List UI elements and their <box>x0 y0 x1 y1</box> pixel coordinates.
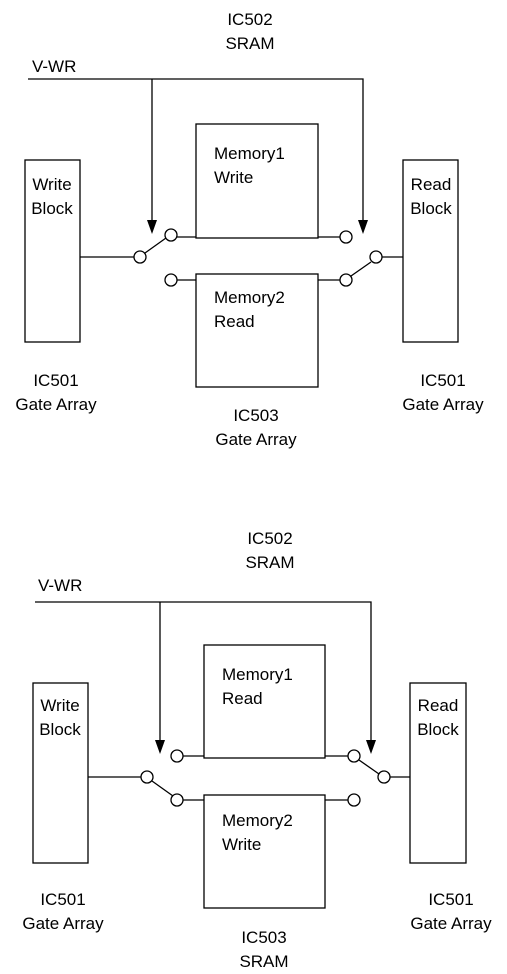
bottom-ic-caption-line2: Gate Array <box>215 430 297 449</box>
right-switch-blade <box>358 759 380 775</box>
v-wr-line <box>28 78 364 228</box>
arrow-left <box>155 740 165 754</box>
memory2-label-line1: Memory2 <box>214 288 285 307</box>
memory2-box <box>203 794 326 909</box>
memory1-label-line1: Memory1 <box>222 665 293 684</box>
right-ic-caption-line1: IC501 <box>428 890 473 909</box>
memory1-box <box>195 123 319 239</box>
memory2-box <box>195 273 319 388</box>
left-ic-caption-line2: Gate Array <box>22 914 104 933</box>
write-block <box>32 682 89 864</box>
write-block-label-line1: Write <box>32 175 71 194</box>
right-switch-common-terminal <box>369 250 383 264</box>
left-switch-common-terminal <box>133 250 147 264</box>
left-switch-upper-terminal <box>164 228 178 242</box>
memory1-label-line2: Write <box>214 168 253 187</box>
write-block-label-line2: Block <box>39 720 81 739</box>
read-block-label-line1: Read <box>411 175 452 194</box>
read-block <box>409 682 467 864</box>
memory1-box <box>203 644 326 759</box>
left-ic-caption-line1: IC501 <box>40 890 85 909</box>
bottom-ic-caption-line1: IC503 <box>241 928 286 947</box>
bottom-ic-caption-line1: IC503 <box>233 406 278 425</box>
write-block <box>24 159 81 343</box>
memory1-label-line1: Memory1 <box>214 144 285 163</box>
right-ic-caption-line2: Gate Array <box>410 914 492 933</box>
v-wr-line <box>35 601 372 747</box>
left-switch-lower-terminal <box>164 273 178 287</box>
read-block-label-line1: Read <box>418 696 459 715</box>
sram-title-line1: IC502 <box>247 529 292 548</box>
diagram-top: IC502 SRAM V-WR Write Block Read Block M… <box>15 10 484 449</box>
right-ic-caption-line1: IC501 <box>420 371 465 390</box>
sram-title-line1: IC502 <box>227 10 272 29</box>
left-switch-blade <box>151 780 174 797</box>
left-switch-blade <box>144 237 167 254</box>
memory2-label-line2: Read <box>214 312 255 331</box>
arrow-right <box>358 220 368 234</box>
right-switch-lower-terminal <box>347 793 361 807</box>
left-switch-lower-terminal <box>170 793 184 807</box>
read-block-label-line2: Block <box>410 199 452 218</box>
diagram-bottom: IC502 SRAM V-WR Write Block Read Block M… <box>22 529 492 971</box>
arrow-right <box>366 740 376 754</box>
left-switch-upper-terminal <box>170 749 184 763</box>
memory2-label-line1: Memory2 <box>222 811 293 830</box>
sram-title-line2: SRAM <box>245 553 294 572</box>
left-switch-common-terminal <box>140 770 154 784</box>
right-switch-lower-terminal <box>339 273 353 287</box>
right-switch-upper-terminal <box>339 230 353 244</box>
left-ic-caption-line1: IC501 <box>33 371 78 390</box>
write-block-label-line1: Write <box>40 696 79 715</box>
memory1-label-line2: Read <box>222 689 263 708</box>
right-ic-caption-line2: Gate Array <box>402 395 484 414</box>
right-switch-upper-terminal <box>347 749 361 763</box>
signal-label: V-WR <box>32 57 76 76</box>
right-switch-blade <box>350 261 372 277</box>
sram-title-line2: SRAM <box>225 34 274 53</box>
write-block-label-line2: Block <box>31 199 73 218</box>
bottom-ic-caption-line2: SRAM <box>239 952 288 971</box>
memory2-label-line2: Write <box>222 835 261 854</box>
read-block <box>402 159 459 343</box>
arrow-left <box>147 220 157 234</box>
signal-label: V-WR <box>38 576 82 595</box>
read-block-label-line2: Block <box>417 720 459 739</box>
left-ic-caption-line2: Gate Array <box>15 395 97 414</box>
right-switch-common-terminal <box>377 770 391 784</box>
